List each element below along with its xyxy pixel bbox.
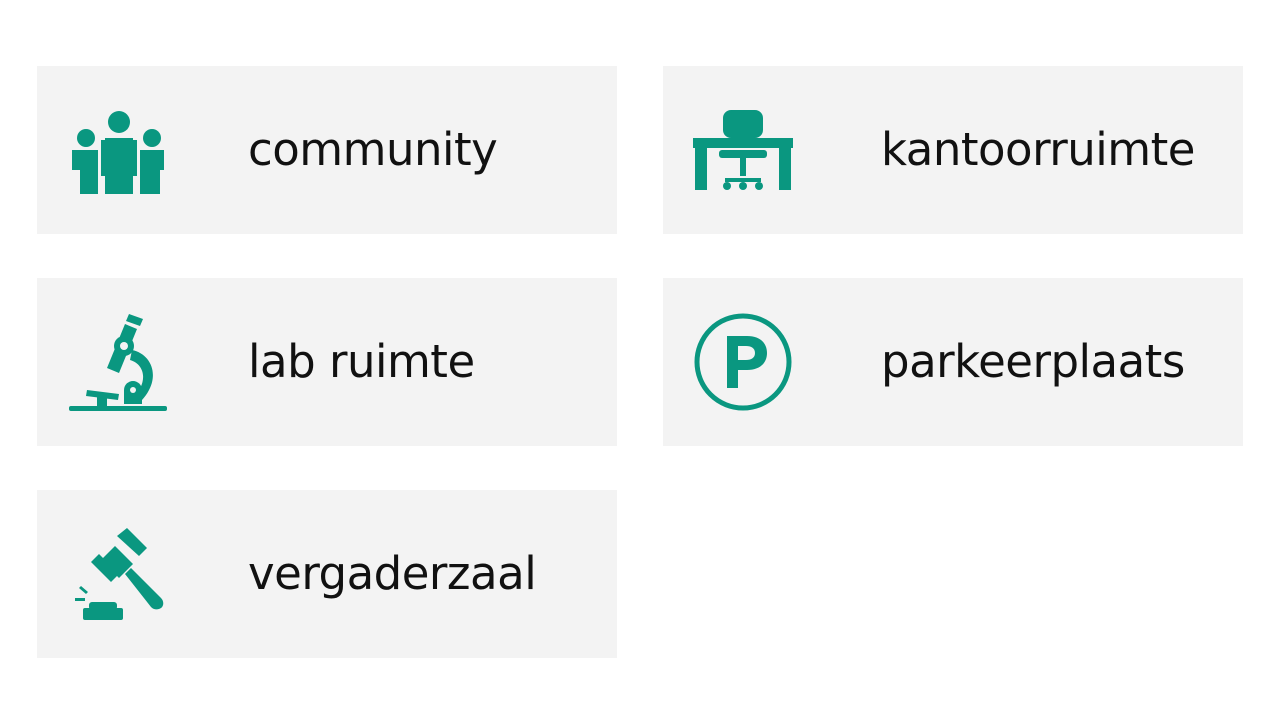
gavel-icon — [67, 524, 167, 624]
card-label: parkeerplaats — [881, 335, 1185, 388]
parking-icon — [693, 312, 793, 412]
people-group-icon — [67, 100, 167, 200]
card-parkeerplaats[interactable]: parkeerplaats — [663, 278, 1243, 446]
desk-chair-icon — [693, 100, 793, 200]
card-lab-ruimte[interactable]: lab ruimte — [37, 278, 617, 446]
card-vergaderzaal[interactable]: vergaderzaal — [37, 490, 617, 658]
microscope-icon — [67, 312, 167, 412]
card-community[interactable]: community — [37, 66, 617, 234]
card-label: lab ruimte — [248, 335, 475, 388]
card-kantoorruimte[interactable]: kantoorruimte — [663, 66, 1243, 234]
card-label: vergaderzaal — [248, 547, 537, 600]
card-label: community — [248, 123, 498, 176]
card-label: kantoorruimte — [881, 123, 1195, 176]
